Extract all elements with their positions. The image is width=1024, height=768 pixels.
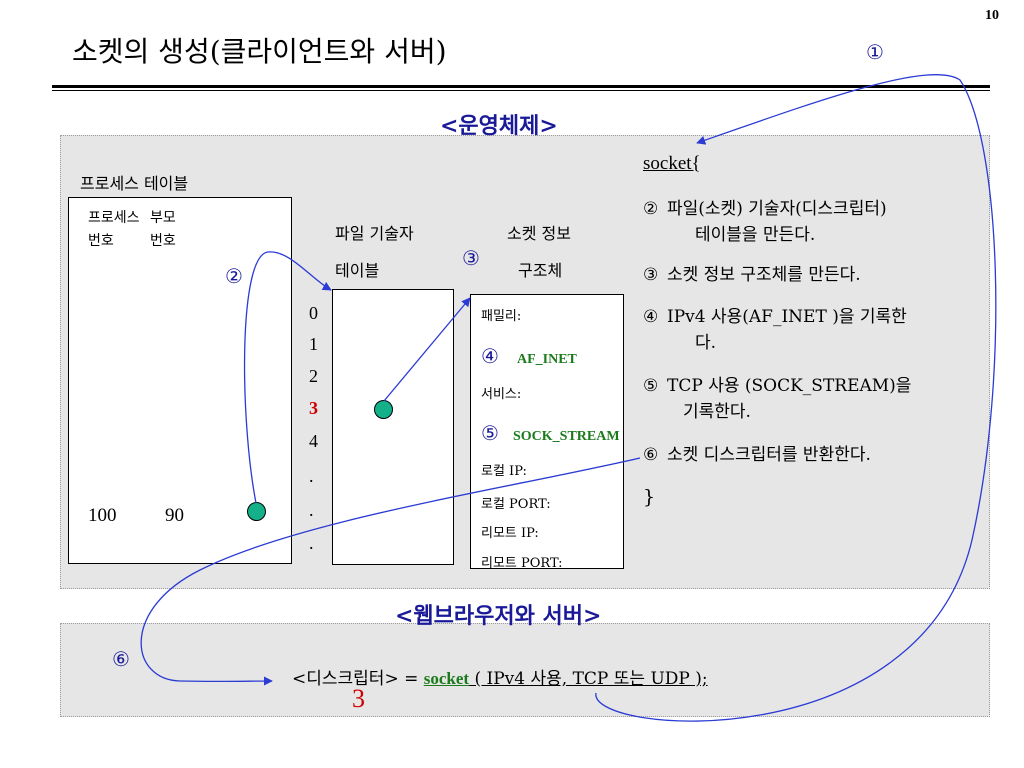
socket-remote-ip: 리모트 IP: <box>481 526 539 541</box>
process-ppid: 90 <box>165 505 184 526</box>
step-4-text-cont: 다. <box>695 333 717 353</box>
step-5-text-cont: 기록한다. <box>683 402 751 422</box>
process-col1-line2: 번호 <box>88 233 114 249</box>
fd-index-item: . <box>309 500 314 520</box>
slide-title: 소켓의 생성(클라이언트와 서버) <box>72 35 447 68</box>
code-socket-func: socket <box>423 669 470 688</box>
step-2: ② 파일(소켓) 기술자(디스크립터) <box>643 197 887 221</box>
step-2-text: 파일(소켓) 기술자(디스크립터) <box>667 199 887 219</box>
marker-3-circle: ③ <box>462 246 480 270</box>
title-rule-thick <box>52 85 990 88</box>
fd-entry-dot <box>374 400 393 419</box>
step-6-number: ⑥ <box>643 445 659 465</box>
fd-index-item-selected: 3 <box>309 398 318 418</box>
step-3-number: ③ <box>643 265 659 285</box>
socket-family-value: AF_INET <box>517 352 577 367</box>
step-4: ④ IPv4 사용(AF_INET )을 기록한 <box>643 305 907 329</box>
marker-4-circle: ④ <box>481 344 499 368</box>
fd-table-label-line1: 파일 기술자 <box>335 224 414 243</box>
process-col2-line1: 부모 <box>150 210 176 226</box>
socket-local-port: 로컬 PORT: <box>481 497 551 512</box>
marker-2-circle: ② <box>225 264 243 288</box>
browser-heading: <웹브라우저와 서버> <box>395 603 602 629</box>
process-pid: 100 <box>88 505 117 526</box>
os-heading: <운영체제> <box>440 113 558 139</box>
code-args: ( IPv4 사용, TCP 또는 UDP ); <box>469 669 708 689</box>
step-6-text: 소켓 디스크립터를 반환한다. <box>667 445 871 465</box>
socket-remote-port: 리모트 PORT: <box>481 556 563 571</box>
socket-struct-label-line1: 소켓 정보 <box>507 224 571 243</box>
socket-struct-label-line2: 구조체 <box>518 261 563 280</box>
socket-service-value: SOCK_STREAM <box>513 429 620 444</box>
process-table-label: 프로세스 테이블 <box>80 174 189 193</box>
title-rule-thin <box>52 90 990 91</box>
socket-close-brace: } <box>643 486 656 508</box>
page-number: 10 <box>985 8 999 23</box>
socket-family-label: 패밀리: <box>481 309 522 324</box>
fd-index-item: . <box>309 533 314 553</box>
socket-open-brace: socket{ <box>643 153 701 174</box>
fd-index-item: 4 <box>309 431 318 451</box>
fd-index-item: . <box>309 466 314 486</box>
step-5-number: ⑤ <box>643 376 659 396</box>
step-4-text: IPv4 사용(AF_INET )을 기록한 <box>667 307 907 327</box>
fd-table-label-line2: 테이블 <box>335 261 380 280</box>
return-value: 3 <box>352 684 365 713</box>
socket-local-ip: 로컬 IP: <box>481 464 527 479</box>
fd-index-item: 2 <box>309 366 318 386</box>
process-col1-line1: 프로세스 <box>88 210 140 226</box>
fd-table-box <box>332 289 454 565</box>
step-5-text: TCP 사용 (SOCK_STREAM)을 <box>667 376 912 396</box>
step-6: ⑥ 소켓 디스크립터를 반환한다. <box>643 443 871 467</box>
step-2-text-cont: 테이블을 만든다. <box>695 225 816 245</box>
marker-6-circle: ⑥ <box>112 647 130 671</box>
fd-index-item: 1 <box>309 334 318 354</box>
step-3: ③ 소켓 정보 구조체를 만든다. <box>643 263 861 287</box>
step-2-number: ② <box>643 199 659 219</box>
process-entry-dot <box>247 502 266 521</box>
socket-service-label: 서비스: <box>481 387 522 402</box>
marker-1-circle: ① <box>866 40 884 64</box>
marker-5-circle: ⑤ <box>481 421 499 445</box>
step-4-number: ④ <box>643 307 659 327</box>
step-3-text: 소켓 정보 구조체를 만든다. <box>667 265 861 285</box>
process-col2-line2: 번호 <box>150 233 176 249</box>
fd-index-item: 0 <box>309 303 318 323</box>
step-5: ⑤ TCP 사용 (SOCK_STREAM)을 <box>643 374 911 398</box>
